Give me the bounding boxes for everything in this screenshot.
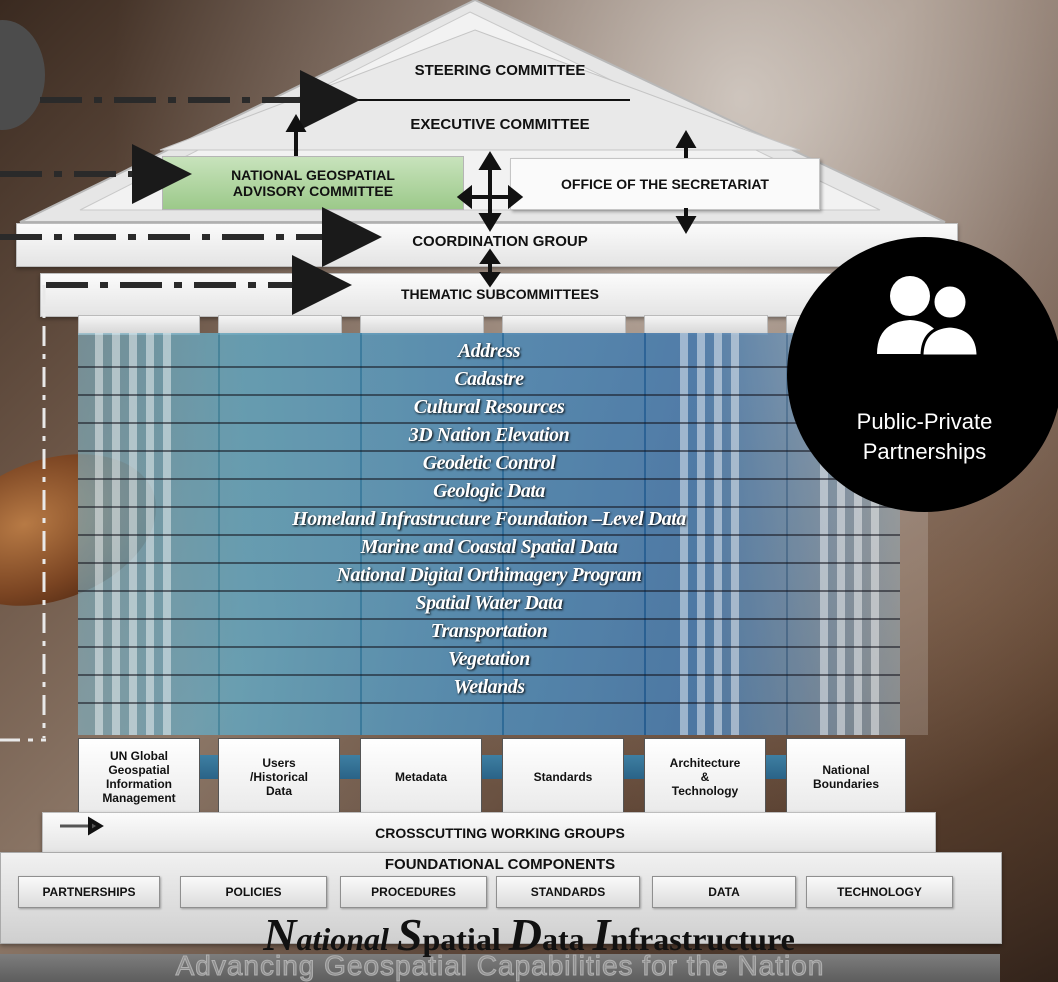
wg-text: /Historical [249, 770, 309, 784]
divider [78, 450, 900, 452]
crosscutting-working-groups: CROSSCUTTING WORKING GROUPS [375, 825, 625, 841]
foundation-policies: POLICIES [180, 876, 327, 908]
foundation-partnerships: PARTNERSHIPS [18, 876, 160, 908]
column-capital [644, 315, 768, 335]
title-word: nfrastructure [610, 921, 795, 957]
column-capital [360, 315, 484, 335]
secretariat-box: OFFICE OF THE SECRETARIAT [510, 158, 820, 210]
thematic-subcommittees: THEMATIC SUBCOMMITTEES [400, 286, 600, 302]
divider [78, 562, 900, 564]
divider [78, 646, 900, 648]
ngac-line2: ADVISORY COMMITTEE [232, 183, 394, 199]
base-bar [0, 954, 1000, 982]
divider [78, 702, 900, 704]
title-word: ational [296, 921, 389, 957]
foundation-procedures: PROCEDURES [340, 876, 487, 908]
public-private-label: Public-Private Partnerships [787, 407, 1058, 467]
column-capital [218, 315, 342, 335]
divider [78, 422, 900, 424]
theme-address: Address [457, 340, 521, 362]
foundation-technology: TECHNOLOGY [806, 876, 953, 908]
nsdi-title: National Spatial Data Infrastructure [0, 908, 1058, 961]
column-capital [502, 315, 626, 335]
theme-geologic-data: Geologic Data [433, 480, 545, 502]
steering-committee: STEERING COMMITTEE [414, 62, 586, 79]
working-group-un-ggim: UN Global Geospatial Information Managem… [78, 738, 200, 816]
theme-spatial-water: Spatial Water Data [415, 592, 563, 614]
wg-text: Architecture [669, 756, 741, 770]
ppp-line2: Partnerships [862, 439, 987, 464]
working-groups-band [78, 755, 900, 779]
wg-text: Boundaries [812, 777, 879, 791]
foundational-components: FOUNDATIONAL COMPONENTS [384, 856, 616, 873]
working-group-boundaries: National Boundaries [786, 738, 906, 816]
title-initial: S [396, 909, 423, 960]
wg-text: UN Global [109, 749, 168, 763]
divider [78, 394, 900, 396]
theme-orthoimagery: National Digital Orthimagery Program [336, 564, 642, 586]
wg-text: National [822, 763, 870, 777]
theme-3d-elevation: 3D Nation Elevation [408, 424, 570, 446]
working-group-users-historical: Users /Historical Data [218, 738, 340, 816]
divider [78, 366, 900, 368]
working-group-standards: Standards [502, 738, 624, 816]
divider [78, 506, 900, 508]
crosscutting-beam [42, 812, 936, 854]
wg-text: Information [105, 777, 172, 791]
divider [78, 618, 900, 620]
foundation-standards: STANDARDS [496, 876, 640, 908]
wg-text: Metadata [394, 770, 447, 784]
ngac-line1: NATIONAL GEOSPATIAL [231, 167, 395, 183]
divider [78, 534, 900, 536]
theme-geodetic-control: Geodetic Control [422, 452, 556, 474]
wg-text: Technology [671, 784, 739, 798]
working-group-metadata: Metadata [360, 738, 482, 816]
ngac-box: NATIONAL GEOSPATIAL ADVISORY COMMITTEE [162, 156, 464, 210]
coordination-group: COORDINATION GROUP [412, 233, 588, 250]
theme-wetlands: Wetlands [453, 676, 525, 698]
wg-text: & [700, 770, 710, 784]
divider [78, 478, 900, 480]
theme-vegetation: Vegetation [448, 648, 530, 670]
executive-committee: EXECUTIVE COMMITTEE [410, 116, 590, 133]
wg-text: Management [102, 791, 176, 805]
working-group-architecture: Architecture & Technology [644, 738, 766, 816]
theme-transportation: Transportation [430, 620, 548, 642]
column-capital [78, 315, 200, 335]
theme-cultural-resources: Cultural Resources [413, 396, 565, 418]
theme-homeland-infrastructure: Homeland Infrastructure Foundation –Leve… [292, 508, 686, 530]
title-initial: N [263, 909, 297, 960]
title-word: ata [541, 921, 585, 957]
divider [78, 590, 900, 592]
title-word: patial [422, 921, 501, 957]
ppp-line1: Public-Private [856, 409, 993, 434]
wg-text: Users [262, 756, 296, 770]
people-icon [872, 272, 982, 362]
title-initial: D [508, 909, 542, 960]
tagline: Advancing Geospatial Capabilities for th… [175, 950, 825, 982]
wg-text: Data [265, 784, 292, 798]
foundation-data: DATA [652, 876, 796, 908]
theme-cadastre: Cadastre [454, 368, 524, 390]
title-initial: I [592, 909, 611, 960]
theme-marine-coastal: Marine and Coastal Spatial Data [360, 536, 618, 558]
divider [78, 674, 900, 676]
wg-text: Standards [533, 770, 593, 784]
wg-text: Geospatial [108, 763, 170, 777]
